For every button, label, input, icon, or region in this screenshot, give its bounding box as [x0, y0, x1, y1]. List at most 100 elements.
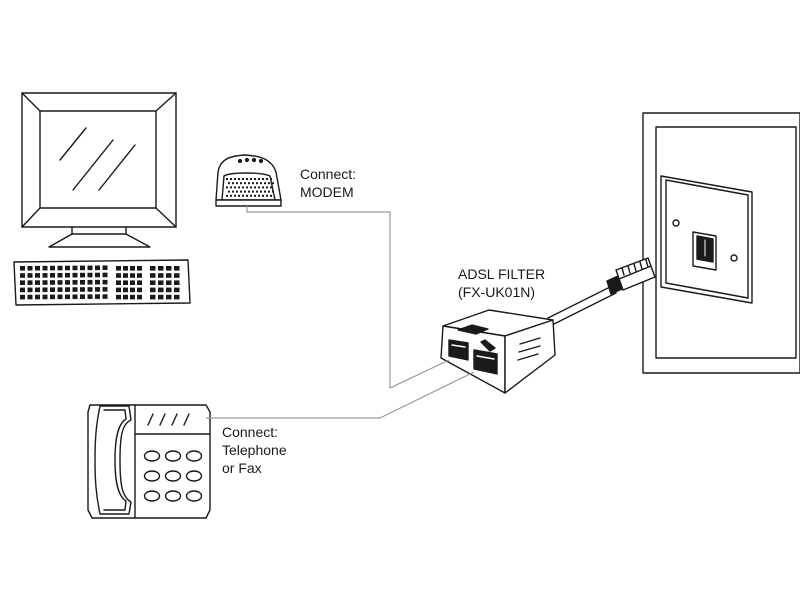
- key: [102, 279, 108, 285]
- key: [57, 294, 63, 300]
- modem-label-line-2: MODEM: [300, 184, 354, 200]
- grille-hole: [230, 194, 232, 197]
- grille-hole: [230, 178, 232, 180]
- grille-hole: [230, 186, 232, 189]
- grille-hole: [264, 190, 266, 193]
- key: [166, 266, 172, 271]
- key: [50, 294, 55, 300]
- telephone-wire: [206, 371, 475, 419]
- key: [102, 294, 108, 299]
- key: [80, 272, 85, 278]
- key: [174, 266, 180, 271]
- computer-monitor-icon: [21, 92, 177, 248]
- key: [42, 294, 48, 300]
- key: [35, 280, 40, 285]
- grille-hole: [250, 194, 252, 197]
- key: [174, 294, 180, 300]
- key: [50, 280, 55, 285]
- key: [158, 287, 164, 293]
- key: [27, 280, 33, 285]
- telephone-label-line-3: or Fax: [222, 460, 262, 476]
- key: [27, 294, 33, 300]
- key: [42, 287, 48, 293]
- grille-hole: [240, 190, 242, 193]
- modem-wire: [246, 206, 450, 389]
- grille-hole: [258, 186, 260, 189]
- key: [80, 294, 85, 299]
- grille-hole: [246, 178, 248, 180]
- grille-hole: [234, 178, 236, 180]
- key: [150, 266, 156, 271]
- key: [72, 294, 78, 300]
- key: [20, 294, 25, 300]
- key: [116, 266, 121, 271]
- key: [65, 294, 70, 300]
- grille-hole: [254, 194, 256, 197]
- keypad-button: [164, 450, 182, 462]
- key: [174, 280, 180, 285]
- key: [35, 287, 40, 293]
- grille-hole: [262, 194, 264, 197]
- key: [130, 280, 135, 285]
- grille-hole: [228, 182, 230, 185]
- keypad-button: [185, 470, 203, 482]
- key: [20, 280, 25, 285]
- grille-hole: [250, 186, 252, 189]
- grille-hole: [268, 190, 270, 193]
- grille-hole: [266, 194, 268, 197]
- modem-label: Connect: MODEM: [300, 165, 356, 201]
- key: [57, 280, 63, 285]
- key: [102, 287, 108, 292]
- key: [27, 265, 33, 271]
- grille-hole: [252, 190, 254, 193]
- grille-hole: [260, 182, 262, 185]
- grille-hole: [242, 178, 244, 180]
- key: [137, 273, 142, 278]
- key: [50, 287, 55, 292]
- grille-hole: [272, 182, 274, 185]
- grille-hole: [248, 182, 250, 185]
- key: [72, 280, 78, 285]
- key: [123, 280, 128, 285]
- key: [27, 287, 33, 293]
- grille-hole: [240, 182, 242, 185]
- grille-hole: [238, 178, 240, 180]
- key: [130, 294, 135, 300]
- grille-hole: [252, 182, 254, 185]
- key: [158, 280, 164, 285]
- key: [137, 294, 142, 300]
- keyboard-keys: [20, 265, 180, 300]
- key: [158, 266, 164, 271]
- grille-hole: [248, 190, 250, 193]
- key: [42, 280, 48, 285]
- grille-hole: [262, 178, 264, 180]
- key: [50, 265, 55, 271]
- grille-hole: [226, 186, 228, 189]
- key: [35, 273, 40, 278]
- keypad-button: [185, 450, 203, 462]
- key: [35, 294, 40, 300]
- key: [72, 287, 78, 292]
- key: [57, 272, 63, 278]
- key: [20, 287, 25, 293]
- key: [116, 287, 121, 293]
- key: [137, 266, 142, 271]
- key: [166, 280, 172, 285]
- key: [123, 294, 128, 300]
- filter-cable: [547, 275, 623, 326]
- grille-hole: [256, 190, 258, 193]
- key: [150, 287, 156, 293]
- grille-hole: [244, 182, 246, 185]
- key: [87, 279, 93, 285]
- key: [95, 279, 100, 285]
- grille-hole: [266, 178, 268, 180]
- grille-hole: [226, 178, 228, 180]
- grille-hole: [254, 178, 256, 180]
- key: [116, 273, 121, 278]
- modem-icon: [215, 154, 282, 207]
- connection-wires: [206, 206, 475, 419]
- key: [150, 280, 156, 285]
- key: [57, 265, 63, 271]
- key: [80, 265, 85, 271]
